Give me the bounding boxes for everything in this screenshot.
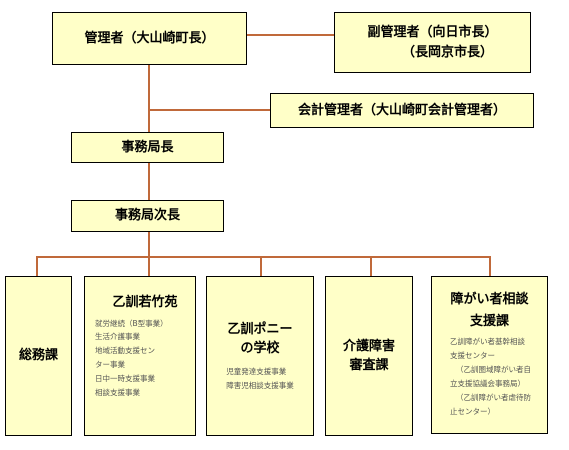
connector-to-wakatake — [148, 256, 150, 276]
otokuni-pony-title: 乙訓ポニー の学校 — [227, 320, 292, 359]
connector-branch-bar — [36, 256, 490, 258]
disability-support-box: 障がい者相談 支援課 乙訓障がい者基幹相談 支援センター （乙訓圏域障がい者自 … — [431, 276, 548, 434]
disability-support-item: （乙訓圏域障がい者自 — [456, 364, 531, 374]
disability-support-title: 障がい者相談 支援課 — [450, 289, 528, 333]
care-review-line-2: 審査課 — [349, 358, 389, 373]
general-affairs-box: 総務課 — [5, 276, 72, 436]
otokuni-pony-box: 乙訓ポニー の学校 児童発達支援事業 障害児相談支援事業 — [206, 276, 314, 436]
director-box: 事務局長 — [71, 132, 224, 163]
connector-director-deputy — [148, 162, 150, 200]
vice-admin-line-2: （長岡京市長） — [401, 44, 493, 60]
admin-box: 管理者（大山崎町長） — [52, 12, 247, 65]
connector-admin-director — [148, 64, 150, 132]
disability-support-item: （乙訓障がい者虐待防 — [456, 392, 531, 402]
connector-admin-vice — [246, 34, 334, 36]
disability-support-item: 乙訓障がい者基幹相談 — [450, 337, 525, 347]
deputy-director-label: 事務局次長 — [114, 208, 180, 224]
otokuni-wakatake-item: 地域活動支援セン — [95, 346, 155, 356]
vice-admin-box: 副管理者（向日市長） （長岡京市長） — [334, 12, 531, 73]
otokuni-pony-title-line-1: 乙訓ポニー — [227, 321, 293, 337]
otokuni-pony-item: 障害児相談支援事業 — [226, 380, 294, 390]
otokuni-pony-items: 児童発達支援事業 障害児相談支援事業 — [226, 365, 294, 393]
disability-support-item: 止センター） — [450, 406, 495, 416]
accounting-label: 会計管理者（大山崎町会計管理者） — [297, 102, 506, 118]
otokuni-wakatake-box: 乙訓若竹苑 就労継続（B型事業） 生活介護事業 地域活動支援セン ター事業 日中… — [84, 276, 196, 436]
director-label: 事務局長 — [121, 139, 174, 155]
connector-deputy-branch — [148, 231, 150, 257]
disability-support-item: 立支援協議会事務局） — [450, 378, 525, 388]
vice-admin-line-1: 副管理者（向日市長） — [367, 25, 498, 40]
connector-accounting — [148, 109, 270, 111]
connector-to-general — [36, 256, 38, 276]
disability-support-title-line-2: 支援課 — [469, 314, 509, 330]
disability-support-item: 支援センター — [450, 351, 495, 361]
otokuni-wakatake-item: 就労継続（B型事業） — [95, 318, 168, 328]
otokuni-pony-title-line-2: の学校 — [240, 341, 280, 357]
care-review-line-1: 介護障害 — [342, 338, 395, 354]
otokuni-wakatake-items: 就労継続（B型事業） 生活介護事業 地域活動支援セン ター事業 日中一時支援事業… — [95, 317, 168, 400]
otokuni-wakatake-item: 相談支援事業 — [95, 387, 140, 397]
admin-label: 管理者（大山崎町長） — [84, 30, 215, 46]
otokuni-pony-item: 児童発達支援事業 — [226, 366, 287, 376]
otokuni-wakatake-title: 乙訓若竹苑 — [112, 295, 178, 310]
otokuni-wakatake-item: 生活介護事業 — [95, 332, 140, 342]
care-review-box: 介護障害 審査課 — [325, 276, 413, 436]
otokuni-wakatake-item: ター事業 — [95, 360, 125, 370]
otokuni-wakatake-item: 日中一時支援事業 — [95, 374, 155, 383]
connector-to-pony — [260, 256, 262, 276]
disability-support-title-line-1: 障がい者相談 — [450, 292, 529, 307]
deputy-director-box: 事務局次長 — [71, 200, 224, 232]
general-affairs-label: 総務課 — [18, 348, 58, 364]
accounting-box: 会計管理者（大山崎町会計管理者） — [270, 93, 534, 128]
connector-to-care — [370, 256, 372, 276]
disability-support-items: 乙訓障がい者基幹相談 支援センター （乙訓圏域障がい者自 立支援協議会事務局） … — [448, 335, 531, 418]
connector-to-support — [489, 256, 491, 276]
